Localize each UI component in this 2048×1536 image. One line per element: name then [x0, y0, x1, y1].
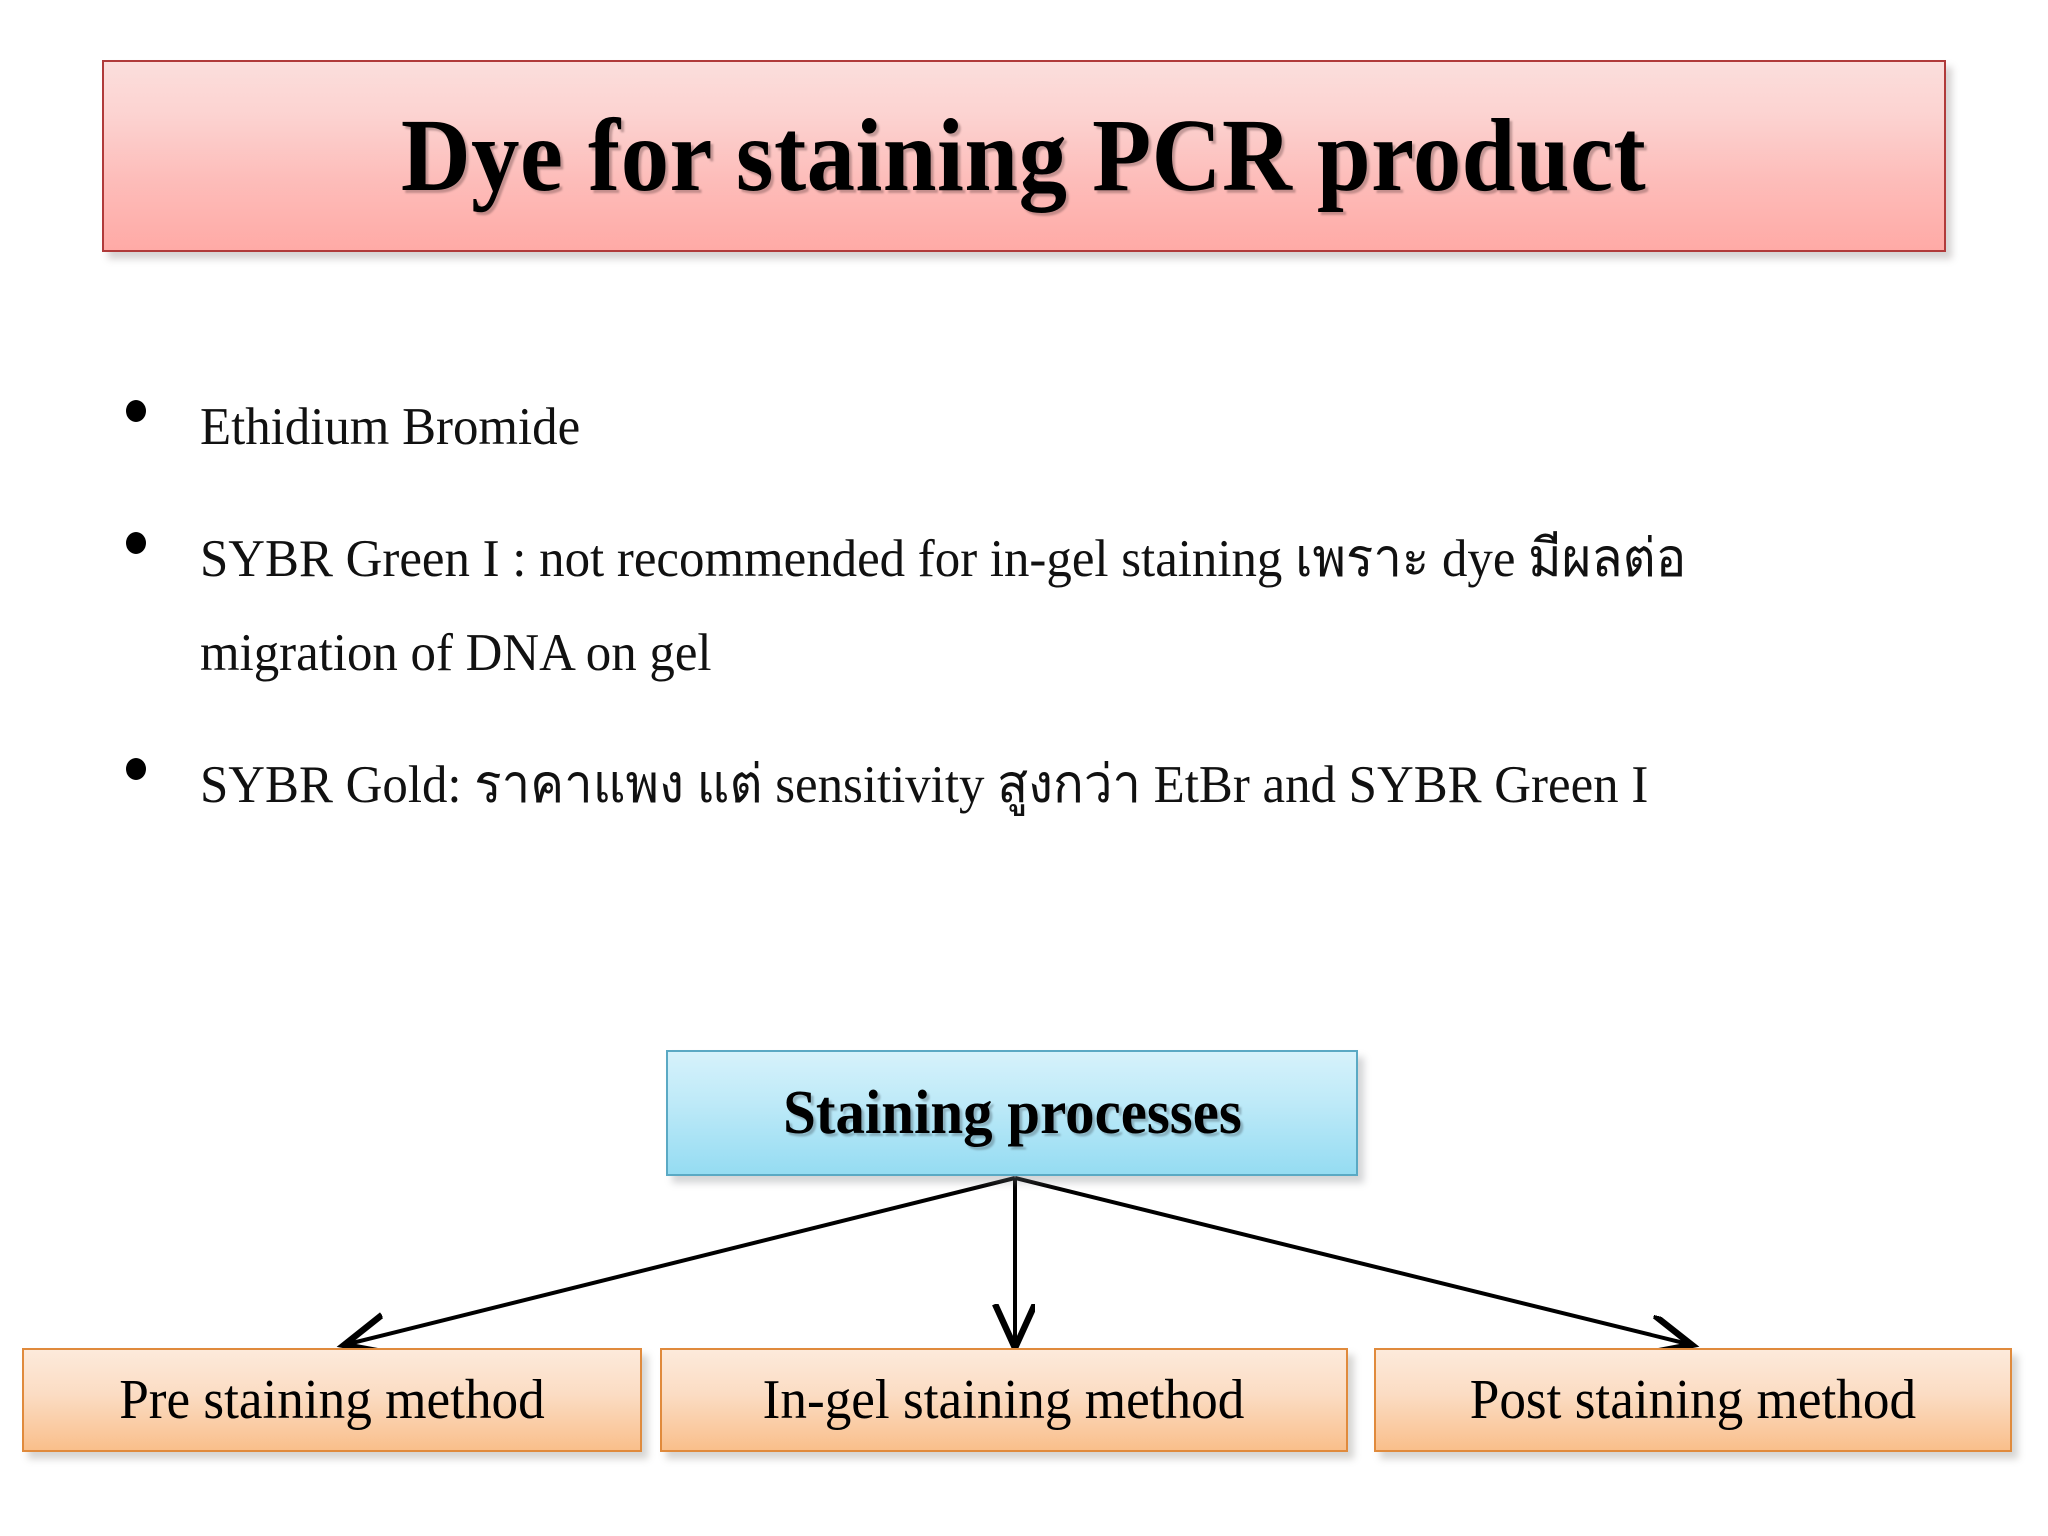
page-title: Dye for staining PCR product — [401, 98, 1647, 213]
list-item: SYBR Green I : not recommended for in-ge… — [126, 512, 1926, 700]
slide-title-banner: Dye for staining PCR product — [102, 60, 1946, 252]
list-item-label: SYBR Green I : not recommended for in-ge… — [200, 530, 1700, 682]
list-item: Ethidium Bromide — [126, 380, 1926, 474]
bullet-dot-icon — [126, 758, 146, 780]
list-item-label: SYBR Gold: ราคาแพง แต่ sensitivity สูงกว… — [200, 756, 1649, 814]
diagram-node-label: Post staining method — [1469, 1369, 1917, 1431]
list-item: SYBR Gold: ราคาแพง แต่ sensitivity สูงกว… — [126, 738, 1926, 832]
diagram-node-staining-processes[interactable]: Staining processes — [666, 1050, 1358, 1176]
diagram-node-post-staining-method[interactable]: Post staining method — [1374, 1348, 2012, 1452]
arrow-to-pre-staining — [348, 1176, 1016, 1344]
list-item-label: Ethidium Bromide — [200, 398, 581, 456]
bullet-dot-icon — [126, 400, 146, 422]
diagram-node-pre-staining-method[interactable]: Pre staining method — [22, 1348, 642, 1452]
diagram-node-label: Staining processes — [782, 1078, 1242, 1147]
diagram-node-in-gel-staining-method[interactable]: In-gel staining method — [660, 1348, 1348, 1452]
diagram-node-label: In-gel staining method — [763, 1369, 1245, 1431]
bullet-list: Ethidium Bromide SYBR Green I : not reco… — [126, 380, 1926, 870]
bullet-dot-icon — [126, 532, 146, 554]
diagram-node-label: Pre staining method — [119, 1369, 545, 1431]
arrow-to-post-staining — [1014, 1176, 1688, 1344]
